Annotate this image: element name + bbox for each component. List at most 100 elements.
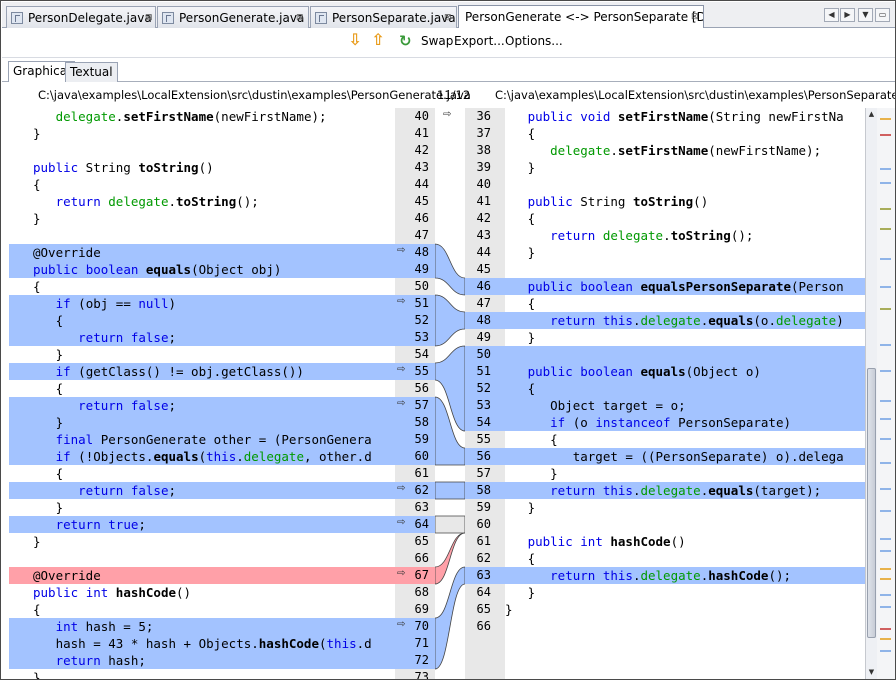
scroll-tabs-right-button[interactable]: ▶: [840, 8, 855, 22]
changed-block: [505, 312, 865, 329]
left-source-pane[interactable]: delegate.setFirstName(newFirstName);}pub…: [9, 108, 395, 679]
overview-mark[interactable]: [880, 344, 891, 346]
close-icon[interactable]: ⊠: [296, 13, 304, 23]
java-file-icon: [11, 12, 23, 24]
code-line: public int hashCode(): [527, 534, 686, 549]
vertical-scrollbar[interactable]: ▲ ▼: [865, 108, 877, 679]
changed-block: [465, 567, 505, 584]
overview-mark[interactable]: [880, 606, 891, 608]
line-number: 50: [476, 347, 491, 361]
line-number: 64: [476, 585, 491, 599]
overview-mark[interactable]: [880, 538, 891, 540]
difference-counter: 11/12: [437, 88, 471, 102]
merge-arrow-icon[interactable]: ⇨: [397, 398, 406, 409]
changed-block: [395, 295, 435, 346]
overview-mark[interactable]: [880, 438, 891, 440]
overview-mark[interactable]: [880, 118, 891, 120]
merge-arrow-icon[interactable]: ⇨: [397, 517, 406, 528]
options-button[interactable]: Options...: [505, 34, 563, 48]
overview-mark[interactable]: [880, 418, 891, 420]
code-line: public String toString(): [33, 160, 214, 175]
line-number: 54: [414, 347, 429, 361]
maximize-window-button[interactable]: ▭: [875, 8, 890, 22]
code-line: }: [33, 534, 41, 549]
line-number: 57: [476, 466, 491, 480]
overview-mark[interactable]: [880, 228, 891, 230]
changed-block: [9, 363, 395, 380]
overview-mark[interactable]: [880, 638, 891, 640]
overview-mark[interactable]: [880, 488, 891, 490]
merge-arrow-icon[interactable]: ⇨: [443, 109, 452, 120]
diff-connector: [435, 566, 465, 670]
diff-overview-ruler[interactable]: [877, 108, 895, 679]
overview-mark[interactable]: [880, 208, 891, 210]
line-number: 55: [414, 364, 429, 378]
merge-arrow-icon[interactable]: ⇨: [397, 619, 406, 630]
changed-block: [465, 278, 505, 295]
overview-mark[interactable]: [880, 650, 891, 652]
merge-arrow-icon[interactable]: ⇨: [397, 296, 406, 307]
move-up-icon[interactable]: ⇧: [371, 30, 385, 49]
merge-arrow-icon[interactable]: ⇨: [397, 364, 406, 375]
tab-person-delegate[interactable]: PersonDelegate.java ⊠: [6, 6, 156, 28]
merge-arrow-icon[interactable]: ⇨: [397, 483, 406, 494]
changed-block: [9, 516, 395, 533]
line-number: 53: [414, 330, 429, 344]
overview-mark[interactable]: [880, 462, 891, 464]
changed-block: [505, 482, 865, 499]
scroll-tabs-left-button[interactable]: ◀: [824, 8, 839, 22]
overview-mark[interactable]: [880, 510, 891, 512]
overview-mark[interactable]: [880, 370, 891, 372]
tab-diff[interactable]: PersonGenerate <-> PersonSeparate [Diff]…: [458, 5, 704, 29]
overview-mark[interactable]: [880, 182, 891, 184]
move-down-icon[interactable]: ⇩: [348, 30, 362, 49]
close-icon[interactable]: ⊠: [145, 13, 153, 23]
close-icon[interactable]: ⊠: [691, 12, 699, 22]
overview-mark[interactable]: [880, 568, 891, 570]
diff-connector: [435, 396, 465, 466]
line-number: 43: [414, 160, 429, 174]
line-number: 49: [414, 262, 429, 276]
overview-mark[interactable]: [880, 258, 891, 260]
swap-icon[interactable]: ↻: [399, 32, 412, 50]
code-line: return delegate.toString();: [55, 194, 259, 209]
scroll-up-icon[interactable]: ▲: [868, 110, 875, 118]
export-button[interactable]: Export...: [454, 34, 505, 48]
overview-mark[interactable]: [880, 308, 891, 310]
swap-button[interactable]: Swap: [421, 34, 454, 48]
tab-textual[interactable]: Textual: [65, 62, 118, 82]
code-line: }: [505, 245, 536, 260]
overview-mark[interactable]: [880, 578, 891, 580]
code-line: {: [505, 126, 536, 141]
code-line: }: [505, 500, 536, 515]
scrollbar-thumb[interactable]: [867, 368, 876, 638]
line-number: 42: [476, 211, 491, 225]
right-source-pane[interactable]: public void setFirstName(String newFirst…: [505, 108, 865, 679]
line-number: 66: [414, 551, 429, 565]
overview-mark[interactable]: [880, 134, 891, 136]
merge-arrow-icon[interactable]: ⇨: [397, 568, 406, 579]
merge-arrow-icon[interactable]: ⇨: [397, 245, 406, 256]
overview-mark[interactable]: [880, 168, 891, 170]
diff-view: delegate.setFirstName(newFirstName);}pub…: [9, 108, 865, 680]
show-opened-documents-button[interactable]: ▼: [858, 8, 873, 22]
diff-connector: [435, 532, 465, 585]
overview-mark[interactable]: [880, 550, 891, 552]
line-number: 56: [414, 381, 429, 395]
scroll-down-icon[interactable]: ▼: [868, 668, 875, 676]
code-line: {: [505, 551, 536, 566]
overview-mark[interactable]: [880, 628, 891, 630]
tab-person-generate[interactable]: PersonGenerate.java ⊠: [157, 6, 309, 28]
line-number: 38: [476, 143, 491, 157]
line-number: 73: [414, 670, 429, 680]
close-icon[interactable]: ⊠: [444, 13, 452, 23]
line-number: 53: [476, 398, 491, 412]
code-line: }: [33, 211, 41, 226]
tab-graphical[interactable]: Graphical: [8, 61, 76, 83]
overview-mark[interactable]: [880, 594, 891, 596]
overview-mark[interactable]: [880, 286, 891, 288]
diff-connector: [435, 515, 465, 534]
code-line: return hash;: [55, 653, 146, 668]
tab-person-separate[interactable]: PersonSeparate.java ⊠: [310, 6, 457, 28]
overview-mark[interactable]: [880, 400, 891, 402]
